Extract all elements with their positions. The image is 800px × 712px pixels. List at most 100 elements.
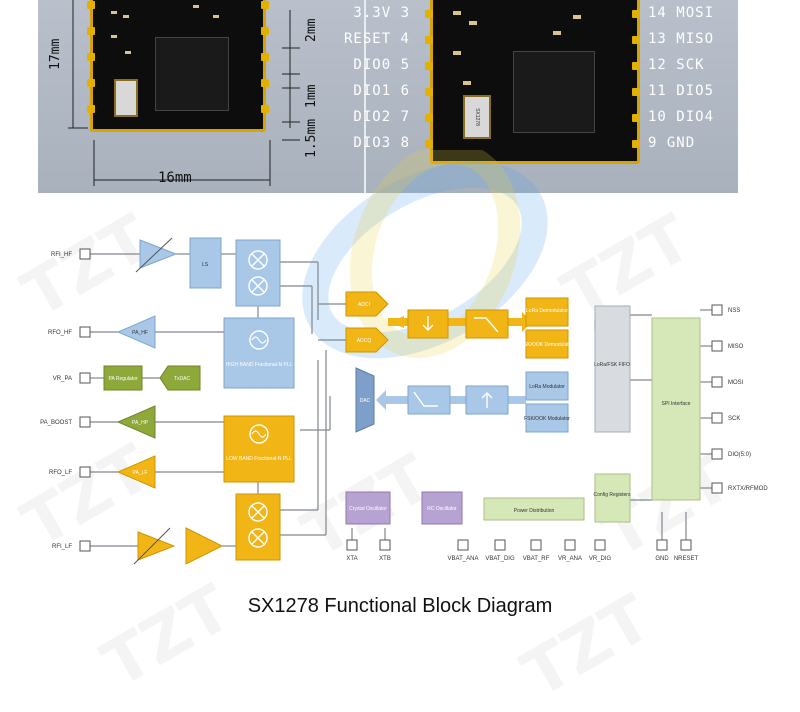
pin-label: GND (655, 556, 669, 562)
pin-box (79, 326, 91, 338)
mixer-hf-symbols (248, 250, 268, 296)
smd-part (123, 15, 129, 18)
pin-label: MOSI (728, 380, 744, 386)
pin-label: PA_BOOST (40, 420, 72, 426)
pa-hf (116, 315, 156, 349)
adc-i-label: ADCI (358, 302, 370, 308)
pin-box (564, 539, 576, 551)
txdac (159, 365, 201, 391)
smd-part (111, 35, 117, 38)
pin-label: NRESET (674, 556, 699, 562)
wiring (90, 253, 712, 547)
mixer-lf-symbols (248, 502, 268, 548)
pin-box (711, 304, 723, 316)
pin-label: RFI_HF (51, 252, 72, 258)
pin-box (79, 540, 91, 552)
pin-label: RFI_LF (52, 544, 72, 550)
rf-chip (513, 51, 595, 133)
tx-filter (407, 385, 451, 415)
pa-lf (116, 455, 156, 489)
lora-demod-label: LoRa Demodulator (526, 308, 568, 314)
diagram-caption: SX1278 Functional Block Diagram (247, 595, 553, 617)
module-pin-right: 13 MISO (648, 31, 715, 47)
pad (632, 88, 640, 96)
mixer-lf (235, 493, 281, 561)
lna-lf (133, 527, 176, 565)
smd-part (453, 51, 461, 55)
crystal: SX1278 (463, 95, 491, 139)
module-left (87, 0, 269, 132)
pin-box (79, 416, 91, 428)
lowpass-icon (413, 391, 438, 407)
fsk-demod (525, 329, 569, 359)
module-pin-left: DIO3 8 (353, 135, 410, 151)
pad (632, 36, 640, 44)
module-pin-right: 11 DIO5 (648, 83, 715, 99)
pad (425, 114, 433, 122)
pin-box (79, 248, 91, 260)
rc-oscillator (421, 491, 463, 525)
down-arrow-icon (422, 316, 434, 331)
pin-box (457, 539, 469, 551)
rx-filter (465, 309, 509, 339)
pin-label: RFO_LF (49, 470, 72, 476)
fifo (594, 305, 631, 433)
pin-label: VR_ANA (558, 556, 582, 562)
module-pin-right: 10 DIO4 (648, 109, 715, 125)
pin-label: XTA (346, 556, 357, 562)
pad (87, 79, 95, 87)
dim-height: 17mm (48, 38, 63, 70)
txdac-label: TxDAC (174, 376, 191, 382)
module-right: SX1278 (430, 0, 640, 164)
pad (425, 36, 433, 44)
tx-arrow-head (376, 390, 386, 410)
lna-hf-label: LS (202, 262, 209, 268)
pin-label: VR_DIG (589, 556, 612, 562)
spi-interface (651, 317, 701, 501)
pin-box (711, 448, 723, 460)
pad (632, 114, 640, 122)
module-pin-left: 3.3V 3 (353, 5, 410, 21)
filter-hf (189, 237, 222, 289)
mixer-hf (235, 239, 281, 307)
config-registers (594, 473, 631, 523)
pa-regulator-label: PA Regulator (108, 376, 137, 382)
pll-lf-label: LOW BAND Fractional-N PLL (226, 456, 292, 462)
pin-box (711, 412, 723, 424)
smd-part (453, 11, 461, 15)
dac-label: DAC (360, 398, 371, 404)
pin-label: SCK (728, 416, 740, 422)
pad (87, 1, 95, 9)
module-pin-right: 9 GND (648, 135, 696, 151)
smd-part (463, 81, 471, 85)
tx-bus (386, 396, 526, 404)
pin-box (79, 466, 91, 478)
pad (261, 105, 269, 113)
smd-part (111, 11, 117, 14)
fsk-mod (525, 403, 569, 433)
pad (261, 79, 269, 87)
pin-box (379, 539, 391, 551)
crystal-oscillator (345, 491, 391, 525)
smd-part (469, 21, 477, 25)
pin-label: RFO_HF (48, 330, 72, 336)
fsk-mod-label: FSK/OOK Modulator (524, 416, 570, 422)
module-pin-right: 12 SCK (648, 57, 705, 73)
pad (261, 53, 269, 61)
vco-hf-icon (249, 330, 269, 350)
pa-hp (116, 405, 156, 439)
sine-icon (251, 336, 267, 344)
adc-q (345, 327, 389, 353)
dac (355, 367, 375, 433)
block-diagram: LS PA_HF HIGH BAND Fractional-N PLL PA R… (40, 237, 768, 565)
watermark: TZT (90, 571, 244, 703)
pin-label: NSS (728, 308, 740, 314)
pin-label: XTB (379, 556, 391, 562)
sine-icon (251, 430, 267, 438)
pin-label: DIO(5:0) (728, 452, 751, 458)
pin-label: VR_PA (53, 376, 72, 382)
pin-box (79, 372, 91, 384)
module-pin-left: DIO1 6 (353, 83, 410, 99)
